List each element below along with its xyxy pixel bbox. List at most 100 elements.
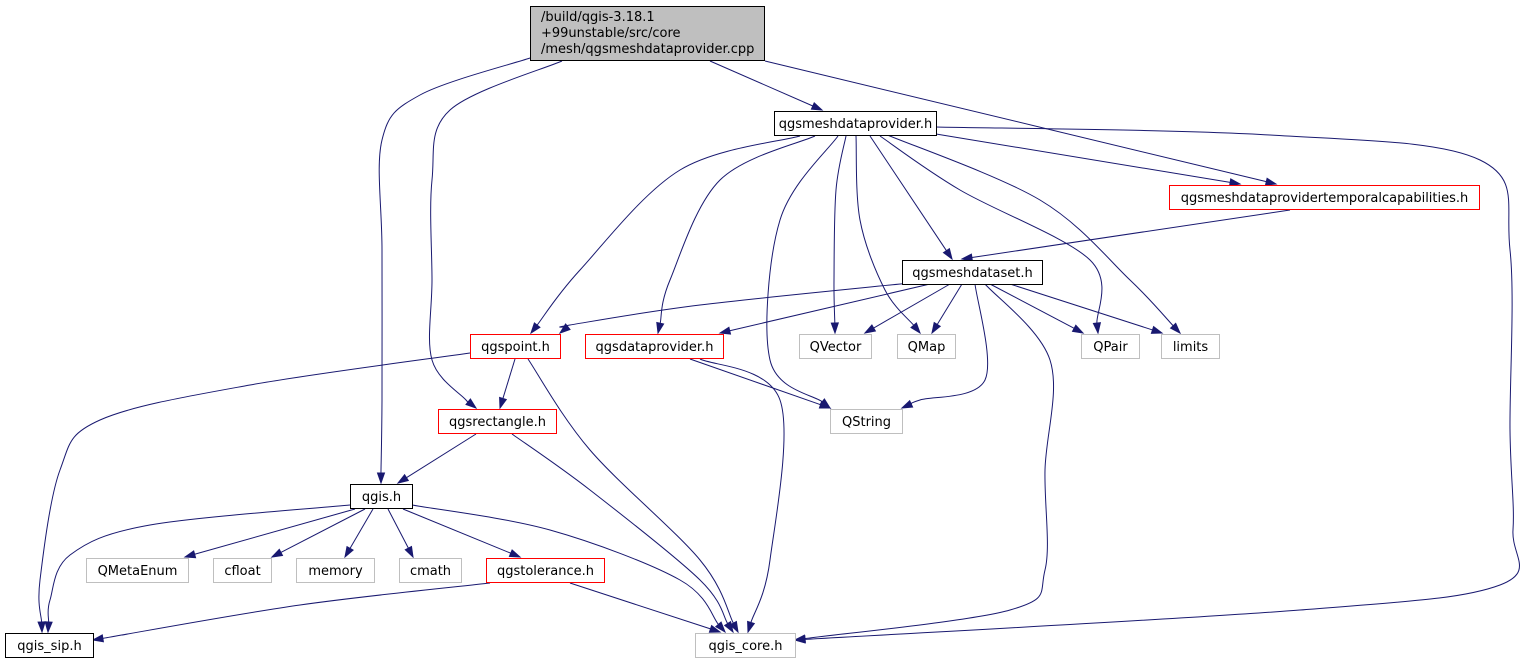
edge-qgsmeshdataprovider_h-to-qgsdataprovider_h	[656, 135, 816, 335]
node-box	[438, 409, 557, 434]
arrowhead	[747, 620, 756, 634]
edges-layer	[37, 57, 1520, 644]
edge-line	[910, 283, 989, 405]
node-temporalcaps-h[interactable]: qgsmeshdataprovidertemporalcapabilities.…	[1169, 185, 1480, 210]
edge-line	[855, 135, 915, 326]
node-qgsrectangle-h[interactable]: qgsrectangle.h	[438, 409, 557, 434]
node-qgis-h[interactable]: qgis.h	[350, 484, 413, 509]
node-label: QVector	[810, 340, 862, 355]
node-label: QMetaEnum	[98, 564, 178, 579]
node-label: /build/qgis-3.18.1	[541, 10, 655, 25]
node-box	[296, 558, 375, 583]
node-limits: limits	[1161, 334, 1220, 359]
edge-qgsmeshdataprovider_h-to-QPair	[879, 135, 1103, 335]
node-qgstolerance-h[interactable]: qgstolerance.h	[486, 558, 605, 583]
edge-line	[869, 135, 947, 251]
arrowhead	[44, 621, 53, 634]
edge-line	[38, 352, 471, 623]
node-label: memory	[308, 564, 363, 579]
edge-qgspoint_h-to-qgis_core_h	[527, 358, 739, 634]
edge-line	[935, 133, 1231, 183]
arrowhead	[91, 634, 105, 643]
node-qgsmeshdataprovider-h[interactable]: qgsmeshdataprovider.h	[774, 111, 937, 136]
edge-line	[47, 504, 351, 623]
edge-qgstolerance_h-to-qgis_core_h	[569, 582, 722, 633]
node-label: qgsdataprovider.h	[596, 340, 714, 355]
node-box	[585, 334, 724, 359]
arrowhead	[810, 101, 824, 111]
edge-qgsmeshdataset_h-to-qgis_core_h	[793, 283, 1055, 643]
node-box	[1169, 185, 1480, 210]
node-label: qgsrectangle.h	[449, 415, 546, 430]
node-qgsmeshdataset-h[interactable]: qgsmeshdataset.h	[902, 260, 1043, 285]
arrowhead	[558, 323, 571, 334]
arrowhead	[404, 545, 414, 559]
node-box	[902, 260, 1043, 285]
node-box	[1161, 334, 1220, 359]
edge-qgsmeshdataset_h-to-QVector	[863, 283, 951, 334]
edge-root-to-qgsmeshdataprovider_h	[709, 60, 824, 111]
edge-line	[936, 283, 963, 325]
edge-line	[378, 57, 531, 477]
arrowhead	[931, 321, 942, 335]
node-root: /build/qgis-3.18.1+99unstable/src/core/m…	[530, 6, 765, 61]
node-label: qgis_sip.h	[17, 639, 81, 654]
arrowhead	[396, 473, 410, 484]
node-label: qgspoint.h	[481, 340, 550, 355]
node-box	[1081, 334, 1140, 359]
arrowhead	[942, 247, 953, 261]
edge-line	[804, 126, 1520, 640]
edge-qgsdataprovider_h-to-qgis_core_h	[699, 358, 785, 634]
node-QMap: QMap	[897, 334, 956, 359]
node-box	[86, 558, 189, 583]
node-box	[695, 633, 796, 658]
node-qgis-core-h: qgis_core.h	[695, 633, 796, 658]
edge-root-to-qgis_h	[376, 57, 531, 485]
edge-line	[884, 133, 1174, 327]
node-qgspoint-h[interactable]: qgspoint.h	[470, 334, 561, 359]
edge-line	[833, 135, 847, 324]
arrowhead	[1092, 322, 1102, 335]
edge-line	[402, 508, 511, 554]
node-label: cfloat	[224, 564, 260, 579]
edge-line	[873, 283, 951, 329]
edge-qgis_h-to-qgstolerance_h	[402, 508, 522, 558]
node-box	[350, 484, 413, 509]
node-cmath: cmath	[399, 558, 462, 583]
node-box	[486, 558, 605, 583]
arrowhead	[714, 621, 726, 634]
edge-qgsmeshdataset_h-to-qgsdataprovider_h	[718, 283, 931, 335]
node-box	[774, 111, 937, 136]
arrowhead	[729, 620, 739, 634]
edge-line	[709, 60, 814, 107]
edge-line	[559, 282, 911, 328]
edge-line	[511, 433, 729, 624]
node-QVector: QVector	[799, 334, 872, 359]
edge-line	[689, 358, 821, 406]
arrowhead	[270, 548, 284, 558]
edge-qgsmeshdataprovider_h-to-limits	[884, 133, 1182, 335]
arrowhead	[910, 322, 921, 335]
nodes-layer: /build/qgis-3.18.1+99unstable/src/core/m…	[5, 6, 1480, 658]
edge-line	[766, 135, 839, 403]
edge-qgis_h-to-cfloat	[270, 508, 366, 558]
edge-line	[971, 209, 1291, 259]
arrowhead	[530, 322, 541, 335]
node-qgis-sip-h[interactable]: qgis_sip.h	[5, 633, 94, 658]
edge-line	[764, 60, 1267, 183]
arrowhead	[863, 324, 877, 334]
node-box	[530, 6, 765, 61]
arrowhead	[708, 624, 722, 633]
arrowhead	[1169, 322, 1182, 335]
edge-line	[527, 358, 734, 624]
node-box	[5, 633, 94, 658]
node-qgsdataprovider-h[interactable]: qgsdataprovider.h	[585, 334, 724, 359]
arrowhead	[37, 621, 46, 634]
node-box	[830, 409, 903, 434]
edge-qgsmeshdataprovider_h-to-QMap	[855, 135, 921, 335]
node-box	[470, 334, 561, 359]
edge-line	[194, 508, 356, 555]
edge-qgsmeshdataprovider_h-to-temporalcaps_h	[935, 133, 1242, 187]
edge-qgsmeshdataprovider_h-to-QVector	[830, 135, 847, 335]
